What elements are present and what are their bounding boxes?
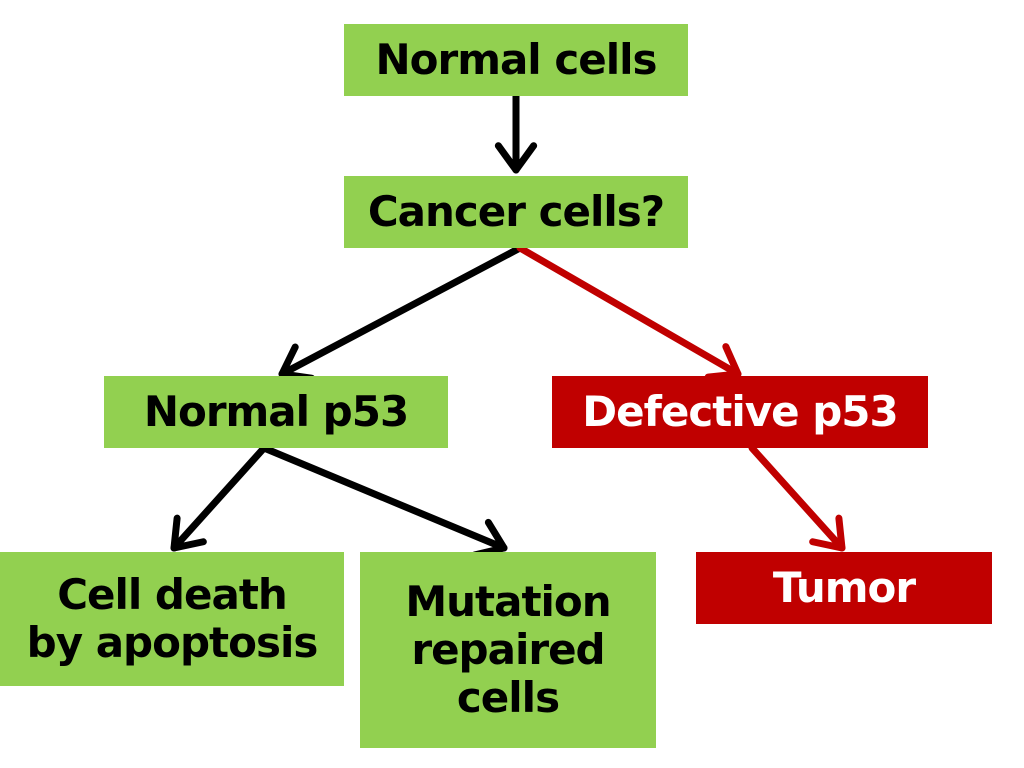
arrow-cancer-cells-to-normal-p53 xyxy=(278,244,524,382)
node-cell-death-by-apoptosis: Cell death by apoptosis xyxy=(0,552,344,686)
node-mutation-repaired-cells: Mutation repaired cells xyxy=(360,552,656,748)
arrow-cancer-cells-to-defective-p53 xyxy=(516,244,742,381)
arrow-normal-p53-to-cell-death xyxy=(170,444,268,552)
node-defective-p53: Defective p53 xyxy=(552,376,928,448)
node-cancer-cells: Cancer cells? xyxy=(344,176,688,248)
node-normal-cells: Normal cells xyxy=(344,24,688,96)
node-tumor: Tumor xyxy=(696,552,992,624)
arrow-normal-cells-to-cancer-cells xyxy=(494,92,538,174)
arrow-defective-p53-to-tumor xyxy=(748,444,846,552)
node-normal-p53: Normal p53 xyxy=(104,376,448,448)
arrow-normal-p53-to-mutation-repaired xyxy=(260,444,508,559)
